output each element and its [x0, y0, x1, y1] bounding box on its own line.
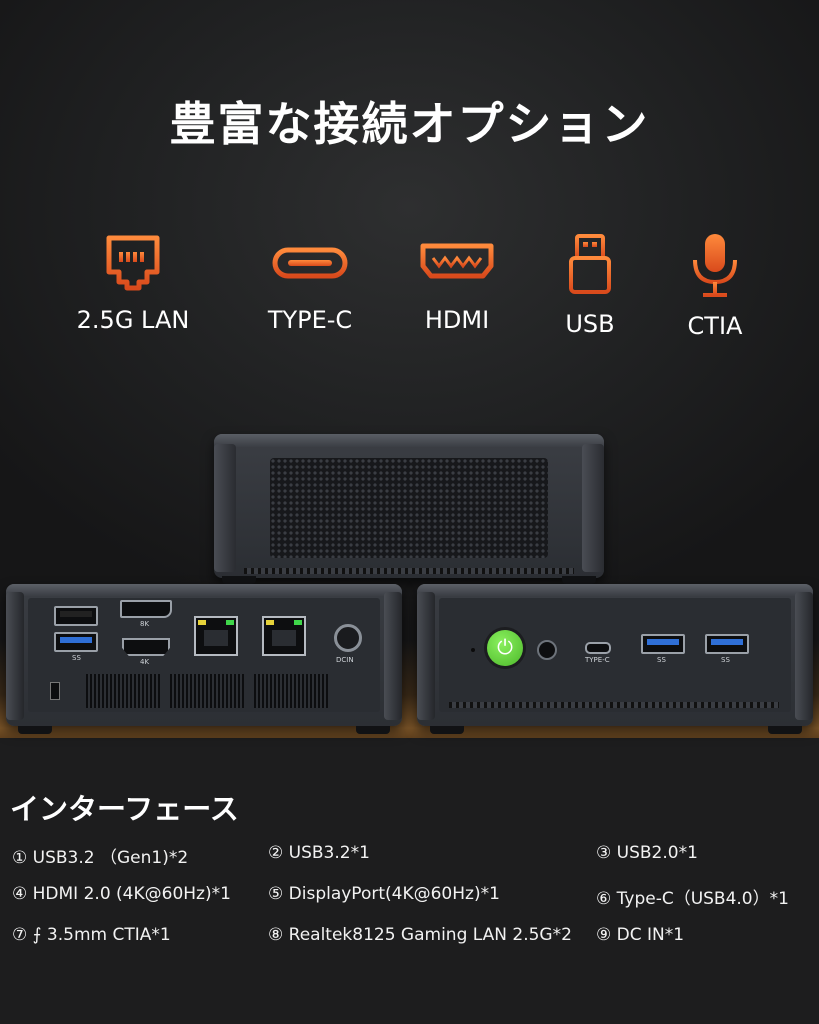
spec-background	[0, 738, 819, 1024]
feature-typec-label: TYPE-C	[267, 306, 353, 334]
kensington-lock-slot	[50, 682, 60, 700]
device-foot	[222, 576, 256, 584]
feature-hdmi: HDMI	[382, 232, 532, 334]
corner-post	[214, 444, 236, 572]
corner-post	[384, 592, 402, 720]
spec-item: ⑤ DisplayPort(4K@60Hz)*1	[268, 884, 500, 904]
spec-item: ⑥ Type-C（USB4.0）*1	[596, 889, 789, 909]
spec-item: ④ HDMI 2.0 (4K@60Hz)*1	[12, 884, 231, 904]
usb-drive-icon	[569, 234, 611, 294]
feature-ctia-label: CTIA	[687, 312, 743, 340]
feature-lan-label: 2.5G LAN	[76, 306, 190, 334]
front-usb3-port-1	[641, 634, 685, 654]
spec-item: ⑦ ⨍ 3.5mm CTIA*1	[12, 925, 171, 945]
device-foot	[562, 576, 596, 584]
status-led	[471, 648, 475, 652]
front-face: TYPE-C SS SS	[439, 598, 791, 712]
corner-post	[6, 592, 24, 720]
feature-hdmi-label: HDMI	[424, 306, 490, 334]
panel-lid	[6, 584, 402, 596]
spec-item: ① USB3.2 （Gen1)*2	[12, 848, 189, 868]
dcin-label: DCIN	[336, 656, 354, 664]
vent-strip	[244, 568, 574, 574]
feature-typec: TYPE-C	[235, 232, 385, 334]
power-button-icon	[487, 630, 523, 666]
feature-usb: USB	[515, 232, 665, 338]
device-foot	[430, 726, 464, 734]
corner-post	[795, 592, 813, 720]
feature-lan: 2.5G LAN	[58, 232, 208, 334]
rear-vent	[86, 674, 160, 708]
typec-label: TYPE-C	[585, 656, 610, 664]
hdmi-8k-label: 8K	[140, 620, 150, 628]
hdmi-port-icon	[420, 243, 494, 279]
headline: 豊富な接続オプション	[169, 97, 650, 151]
displayport-port	[120, 600, 172, 618]
spec-item: ③ USB2.0*1	[596, 843, 698, 863]
rear-face: SS 8K 4K DCIN	[28, 598, 380, 712]
spec-item: ⑧ Realtek8125 Gaming LAN 2.5G*2	[268, 925, 572, 945]
mini-pc-front-panel: TYPE-C SS SS	[417, 584, 813, 726]
corner-post	[582, 444, 604, 572]
rear-vent	[170, 674, 244, 708]
spec-item: ② USB3.2*1	[268, 843, 370, 863]
vent-strip	[449, 702, 779, 708]
hdmi-port	[122, 638, 170, 656]
interface-title: インターフェース	[10, 792, 239, 826]
usb2-port	[54, 606, 98, 626]
feature-icon-row: 2.5G LAN TYPE-C HDMI USB CTIA	[0, 232, 819, 342]
mini-pc-top-view	[214, 434, 604, 578]
device-foot	[356, 726, 390, 734]
spec-item: ⑨ DC IN*1	[596, 925, 685, 945]
dc-in-port	[334, 624, 362, 652]
audio-jack	[537, 640, 557, 660]
hdmi-4k-label: 4K	[140, 658, 150, 666]
usb3-port	[54, 632, 98, 652]
mesh-grille	[270, 458, 548, 558]
corner-post	[417, 592, 435, 720]
top-lid	[214, 434, 604, 448]
device-foot	[18, 726, 52, 734]
ss-label: SS	[657, 656, 666, 664]
ethernet-port-2	[262, 616, 306, 656]
microphone-icon	[693, 234, 737, 297]
panel-lid	[417, 584, 813, 596]
feature-ctia: CTIA	[640, 232, 790, 340]
usb-c-port	[585, 642, 611, 654]
ss-label: SS	[721, 656, 730, 664]
ss-label: SS	[72, 654, 81, 662]
ethernet-port-icon	[106, 235, 160, 291]
device-foot	[768, 726, 802, 734]
front-usb3-port-2	[705, 634, 749, 654]
rear-vent	[254, 674, 328, 708]
usb-c-port-icon	[272, 247, 348, 279]
mini-pc-rear-panel: SS 8K 4K DCIN	[6, 584, 402, 726]
ethernet-port-1	[194, 616, 238, 656]
feature-usb-label: USB	[565, 310, 615, 338]
